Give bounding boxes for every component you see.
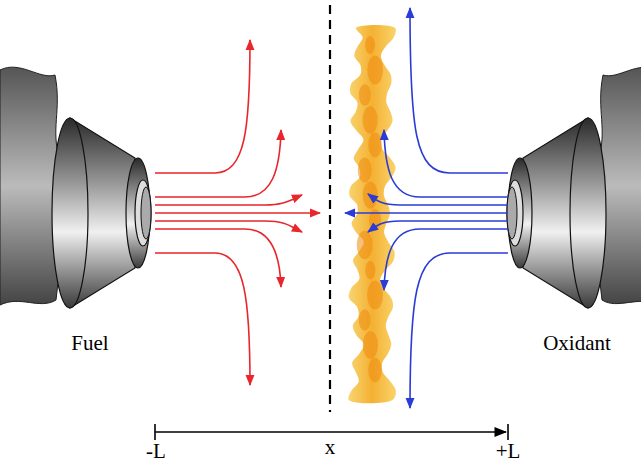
oxidant-nozzle (507, 67, 641, 308)
stagnation-plane (329, 5, 331, 412)
stream-label: Fuel (71, 333, 108, 354)
stream-label: Oxidant (543, 333, 611, 354)
axis-label: -L (146, 441, 166, 462)
oxidant-streamlines (345, 8, 508, 408)
axis-label: +L (496, 441, 521, 462)
fuel-nozzle (0, 67, 151, 308)
axis-label: x (325, 437, 336, 458)
flame (348, 25, 396, 403)
fuel-streamlines (155, 40, 320, 385)
